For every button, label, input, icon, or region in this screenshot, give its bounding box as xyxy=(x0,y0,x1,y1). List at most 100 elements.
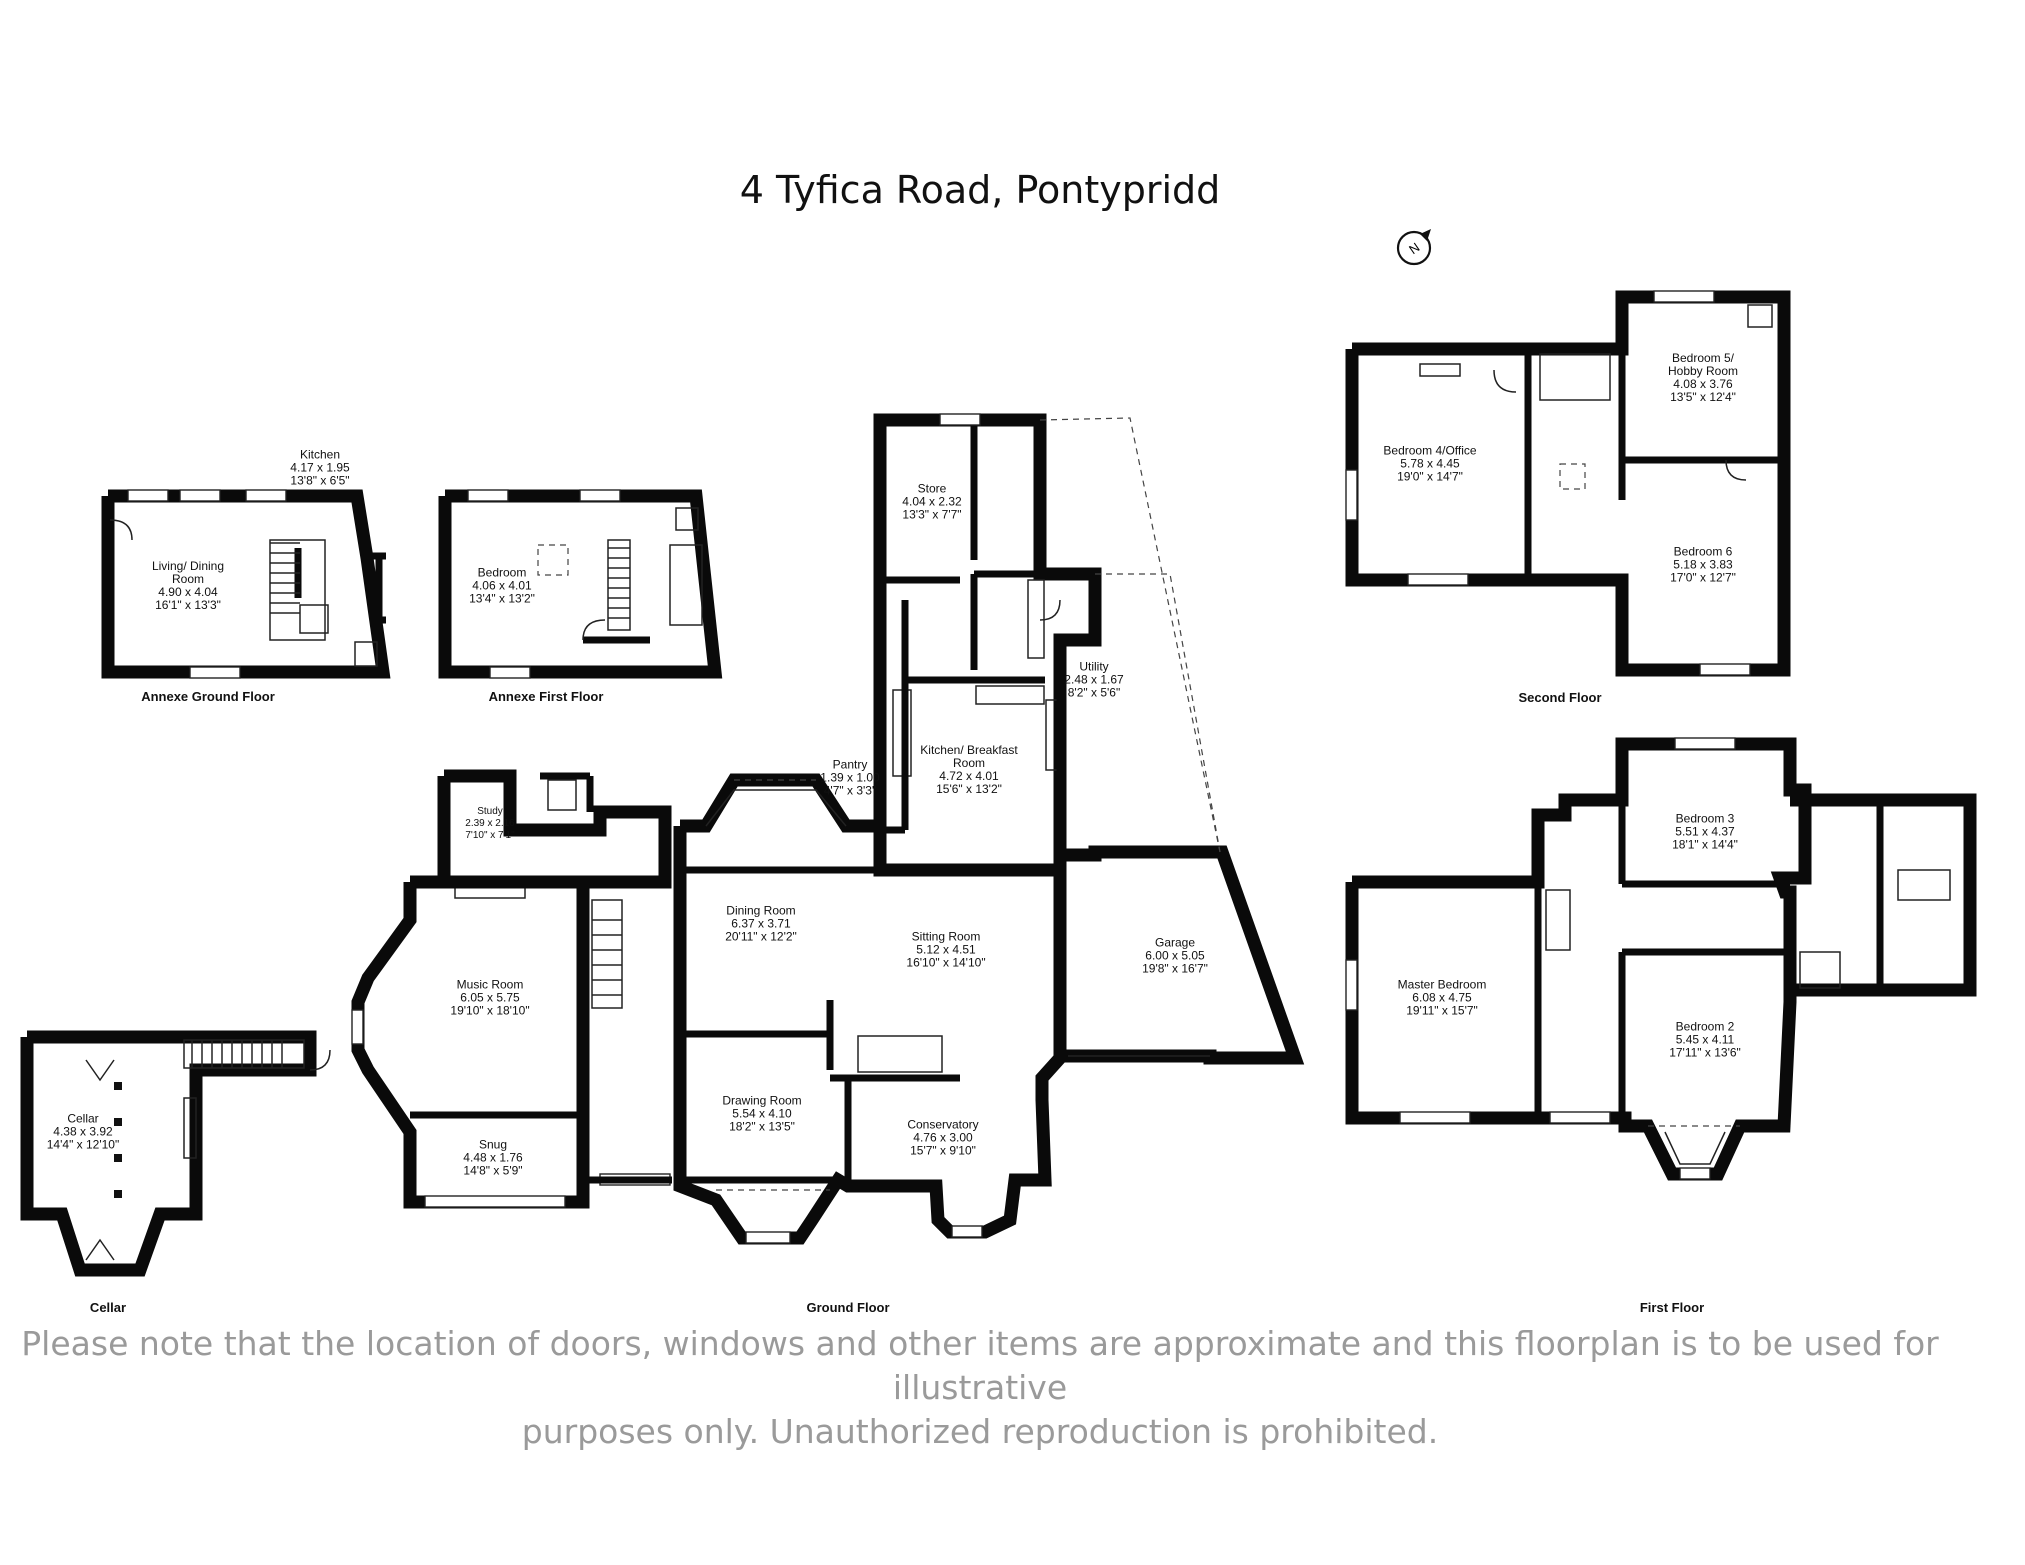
room-imperial: 13'3" x 7'7" xyxy=(902,507,962,522)
room-imperial: 15'7" x 9'10" xyxy=(910,1143,976,1158)
disclaimer-line-2: purposes only. Unauthorized reproduction… xyxy=(521,1412,1439,1451)
room-label-sitting-room: Sitting Room 5.12 x 4.51 16'10" x 14'10" xyxy=(906,929,986,970)
room-name: Kitchen/ Breakfast Room xyxy=(920,743,1018,770)
room-metric: 4.08 x 3.76 xyxy=(1673,377,1733,391)
room-label-snug: Snug 4.48 x 1.76 14'8" x 5'9" xyxy=(463,1137,523,1178)
room-metric: 6.08 x 4.75 xyxy=(1412,990,1472,1005)
room-imperial: 15'6" x 13'2" xyxy=(936,782,1002,796)
room-name: Bedroom 4/Office xyxy=(1383,443,1477,458)
room-name: Bedroom 5/ Hobby Room xyxy=(1667,351,1739,378)
room-name: Music Room xyxy=(456,977,524,992)
room-metric: 4.48 x 1.76 xyxy=(463,1150,523,1165)
room-label-bedroom5: Bedroom 5/ Hobby Room 4.08 x 3.76 13'5" … xyxy=(1658,352,1748,404)
room-label-annexe-kitchen: Kitchen 4.17 x 1.95 13'8" x 6'5" xyxy=(290,447,350,488)
room-imperial: 17'0" x 12'7" xyxy=(1670,570,1736,585)
room-metric: 5.78 x 4.45 xyxy=(1400,456,1460,471)
room-metric: 5.18 x 3.83 xyxy=(1673,557,1733,572)
cellar-plan xyxy=(20,1030,331,1277)
room-label-pantry: Pantry 1.39 x 1.00 4'7" x 3'3" xyxy=(820,757,880,798)
room-metric: 5.12 x 4.51 xyxy=(916,942,976,957)
floor-label-cellar: Cellar xyxy=(89,1300,127,1315)
room-name: Garage xyxy=(1154,935,1196,950)
disclaimer-line-1: Please note that the location of doors, … xyxy=(21,1324,1939,1407)
room-metric: 5.45 x 4.11 xyxy=(1675,1032,1735,1047)
room-metric: 6.37 x 3.71 xyxy=(731,916,791,931)
ground-floor-plan xyxy=(351,413,1305,1245)
room-imperial: 13'4" x 13'2" xyxy=(469,591,535,606)
room-imperial: 8'2" x 5'6" xyxy=(1067,685,1121,700)
room-metric: 6.05 x 5.75 xyxy=(460,990,520,1005)
room-label-utility: Utility 2.48 x 1.67 8'2" x 5'6" xyxy=(1064,660,1124,700)
room-imperial: 19'0" x 14'7" xyxy=(1397,469,1463,484)
room-name: Bedroom 2 xyxy=(1675,1019,1735,1034)
room-label-store: Store 4.04 x 2.32 13'3" x 7'7" xyxy=(902,481,962,522)
north-compass-icon: N xyxy=(1396,229,1432,266)
room-name: Pantry xyxy=(832,757,868,772)
room-name: Dining Room xyxy=(726,903,796,918)
room-imperial: 13'8" x 6'5" xyxy=(290,473,350,488)
room-metric: 6.00 x 5.05 xyxy=(1145,948,1205,963)
room-name: Drawing Room xyxy=(722,1093,802,1108)
room-name: Living/ Dining Room xyxy=(151,559,225,586)
room-imperial: 7'10" x 7'1" xyxy=(465,830,515,841)
room-metric: 5.54 x 4.10 xyxy=(732,1106,792,1121)
room-imperial: 4'7" x 3'3" xyxy=(823,783,877,798)
room-label-master-bedroom: Master Bedroom 6.08 x 4.75 19'11" x 15'7… xyxy=(1397,977,1487,1018)
room-metric: 4.38 x 3.92 xyxy=(53,1124,113,1139)
room-imperial: 18'1" x 14'4" xyxy=(1672,837,1738,852)
floor-label-annexe-first: Annexe First Floor xyxy=(488,689,604,704)
room-name: Bedroom 6 xyxy=(1673,544,1733,559)
room-imperial: 16'1" x 13'3" xyxy=(155,598,221,612)
room-name: Study xyxy=(477,806,503,817)
floor-label-first: First Floor xyxy=(1639,1300,1705,1315)
room-metric: 2.48 x 1.67 xyxy=(1064,672,1124,687)
room-imperial: 19'11" x 15'7" xyxy=(1406,1003,1478,1018)
room-imperial: 16'10" x 14'10" xyxy=(906,955,986,970)
room-metric: 5.51 x 4.37 xyxy=(1675,824,1735,839)
room-imperial: 19'10" x 18'10" xyxy=(450,1003,530,1018)
room-label-bedroom2: Bedroom 2 5.45 x 4.11 17'11" x 13'6" xyxy=(1669,1019,1741,1060)
room-metric: 1.39 x 1.00 xyxy=(820,770,880,785)
second-floor-plan xyxy=(1345,290,1791,677)
annexe-ground-floor-plan xyxy=(101,489,391,679)
room-label-annexe-bedroom: Bedroom 4.06 x 4.01 13'4" x 13'2" xyxy=(469,565,535,606)
room-label-conservatory: Conservatory 4.76 x 3.00 15'7" x 9'10" xyxy=(907,1117,979,1158)
room-imperial: 18'2" x 13'5" xyxy=(729,1119,795,1134)
room-metric: 2.39 x 2.16 xyxy=(465,818,515,829)
room-label-study: Study 2.39 x 2.16 7'10" x 7'1" xyxy=(465,806,514,842)
room-name: Master Bedroom xyxy=(1397,977,1487,992)
room-name: Bedroom 3 xyxy=(1675,811,1735,826)
room-label-garage: Garage 6.00 x 5.05 19'8" x 16'7" xyxy=(1142,935,1208,976)
first-floor-plan xyxy=(1345,737,1977,1181)
room-metric: 4.17 x 1.95 xyxy=(290,460,350,475)
room-label-kitchen-breakfast: Kitchen/ Breakfast Room 4.72 x 4.01 15'6… xyxy=(914,744,1024,796)
floor-label-annexe-ground: Annexe Ground Floor xyxy=(141,689,275,704)
room-imperial: 19'8" x 16'7" xyxy=(1142,961,1208,976)
room-name: Kitchen xyxy=(299,447,341,462)
disclaimer-text: Please note that the location of doors, … xyxy=(0,1322,1960,1454)
room-metric: 4.06 x 4.01 xyxy=(472,578,532,593)
room-name: Cellar xyxy=(67,1111,99,1126)
room-name: Store xyxy=(917,481,947,496)
floor-label-second: Second Floor xyxy=(1518,690,1602,705)
room-imperial: 13'5" x 12'4" xyxy=(1670,390,1736,404)
room-label-bedroom4: Bedroom 4/Office 5.78 x 4.45 19'0" x 14'… xyxy=(1383,443,1477,484)
room-metric: 4.04 x 2.32 xyxy=(902,494,962,509)
room-metric: 4.76 x 3.00 xyxy=(913,1130,973,1145)
room-name: Bedroom xyxy=(477,565,527,580)
room-label-cellar: Cellar 4.38 x 3.92 14'4" x 12'10" xyxy=(46,1111,120,1152)
room-label-drawing-room: Drawing Room 5.54 x 4.10 18'2" x 13'5" xyxy=(722,1093,802,1134)
room-metric: 4.72 x 4.01 xyxy=(939,769,999,783)
room-imperial: 14'4" x 12'10" xyxy=(46,1137,120,1152)
plan-title: 4 Tyfica Road, Pontypridd xyxy=(739,168,1221,212)
room-label-music-room: Music Room 6.05 x 5.75 19'10" x 18'10" xyxy=(450,977,530,1018)
room-name: Sitting Room xyxy=(911,929,981,944)
room-name: Snug xyxy=(478,1137,508,1152)
room-label-annexe-living: Living/ Dining Room 4.90 x 4.04 16'1" x … xyxy=(148,560,228,612)
room-name: Conservatory xyxy=(907,1117,979,1132)
room-metric: 4.90 x 4.04 xyxy=(158,585,218,599)
room-label-bedroom3: Bedroom 3 5.51 x 4.37 18'1" x 14'4" xyxy=(1672,811,1738,852)
floor-label-ground: Ground Floor xyxy=(806,1300,890,1315)
annexe-first-floor-plan xyxy=(438,489,723,679)
